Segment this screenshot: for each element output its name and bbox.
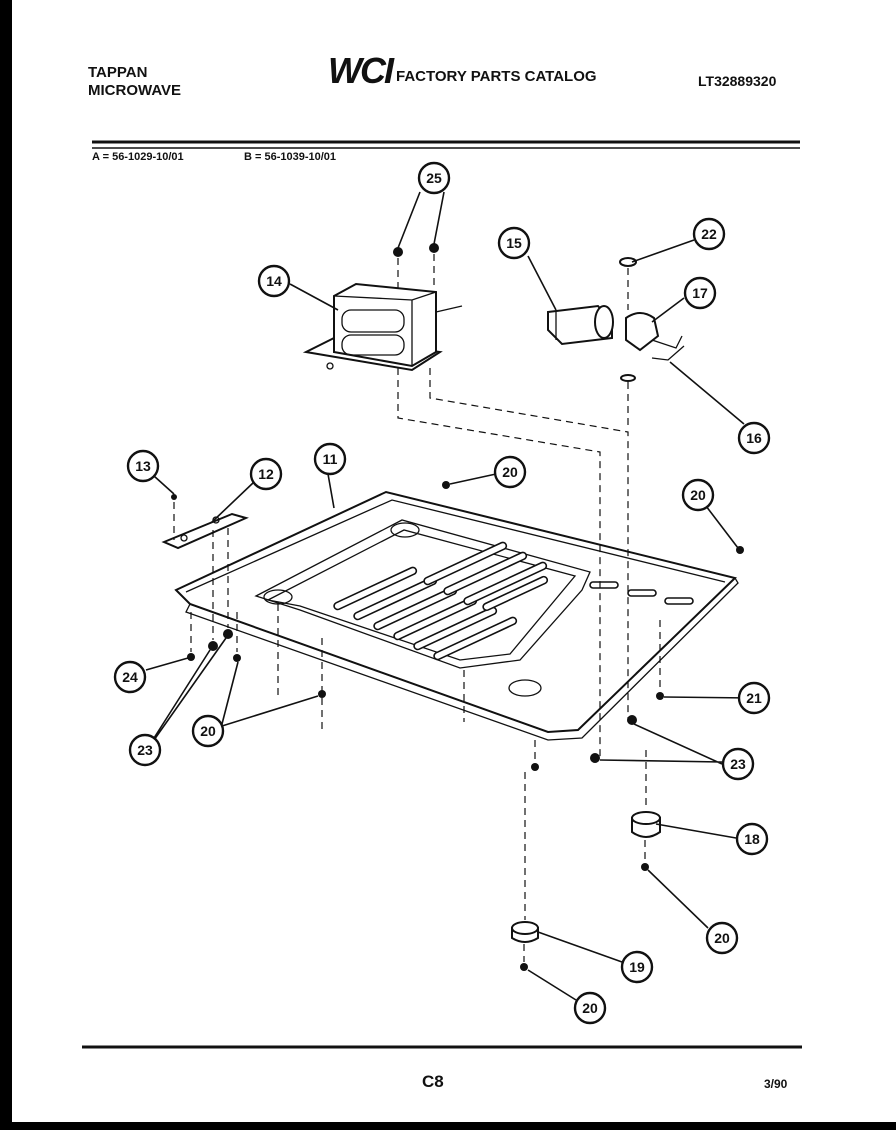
screw-fasteners: [171, 243, 744, 971]
svg-text:24: 24: [122, 669, 138, 685]
callout-23-right: 23: [721, 747, 755, 781]
capacitor-part: [547, 304, 614, 346]
svg-text:11: 11: [323, 451, 338, 467]
foot-part-19: [511, 921, 539, 943]
base-plate-part: [174, 490, 739, 741]
catalog-title: FACTORY PARTS CATALOG: [396, 68, 597, 85]
foot-part-18: [631, 811, 661, 838]
callout-22: 22: [692, 217, 726, 251]
callout-25: 25: [417, 161, 451, 195]
callout-markers: 25 22 15 14 17 16 13 12 11 20 20 24 21 2…: [113, 161, 771, 1025]
callout-20-foot18: 20: [705, 921, 739, 955]
svg-text:13: 13: [135, 458, 151, 474]
svg-text:20: 20: [690, 487, 706, 503]
diode-bracket-part: [619, 257, 685, 382]
callout-16: 16: [737, 421, 771, 455]
callout-18: 18: [735, 822, 769, 856]
bracket-part: [161, 512, 249, 550]
date-code: 3/90: [764, 1077, 788, 1091]
callout-21: 21: [737, 681, 771, 715]
callout-24: 24: [113, 660, 147, 694]
variant-a: A = 56-1029-10/01: [92, 151, 184, 163]
model-number: LT32889320: [698, 73, 777, 89]
header-rule: [92, 140, 800, 149]
svg-text:20: 20: [502, 464, 518, 480]
page-code: C8: [422, 1072, 444, 1091]
callout-23-left: 23: [128, 733, 162, 767]
svg-text:14: 14: [266, 273, 282, 289]
callout-13: 13: [126, 449, 160, 483]
callout-20-bottom: 20: [573, 991, 607, 1025]
callout-17: 17: [683, 276, 717, 310]
svg-text:15: 15: [506, 235, 522, 251]
svg-text:12: 12: [258, 466, 274, 482]
callout-11: 11: [313, 442, 347, 476]
svg-text:18: 18: [744, 831, 760, 847]
svg-text:23: 23: [730, 756, 746, 772]
svg-text:21: 21: [746, 690, 762, 706]
svg-text:17: 17: [692, 285, 708, 301]
variant-b: B = 56-1039-10/01: [244, 151, 337, 163]
svg-text:20: 20: [200, 723, 216, 739]
alignment-lines: [173, 254, 661, 962]
vent-slots: [333, 541, 694, 661]
svg-text:20: 20: [582, 1000, 598, 1016]
callout-14: 14: [257, 264, 291, 298]
svg-text:25: 25: [426, 170, 442, 186]
svg-text:19: 19: [629, 959, 645, 975]
wci-logo: WCI: [328, 50, 394, 91]
product-name: MICROWAVE: [88, 82, 182, 99]
callout-20-right: 20: [681, 478, 715, 512]
svg-text:23: 23: [137, 742, 153, 758]
callout-20-left: 20: [191, 714, 225, 748]
callout-20-top: 20: [493, 455, 527, 489]
callout-19: 19: [620, 950, 654, 984]
leader-lines: [145, 191, 753, 1001]
callout-15: 15: [497, 226, 531, 260]
brand-name: TAPPAN: [88, 64, 148, 81]
svg-text:20: 20: [714, 930, 730, 946]
callout-12: 12: [249, 457, 283, 491]
svg-text:22: 22: [701, 226, 717, 242]
svg-text:16: 16: [746, 430, 762, 446]
transformer-part: [302, 282, 463, 372]
